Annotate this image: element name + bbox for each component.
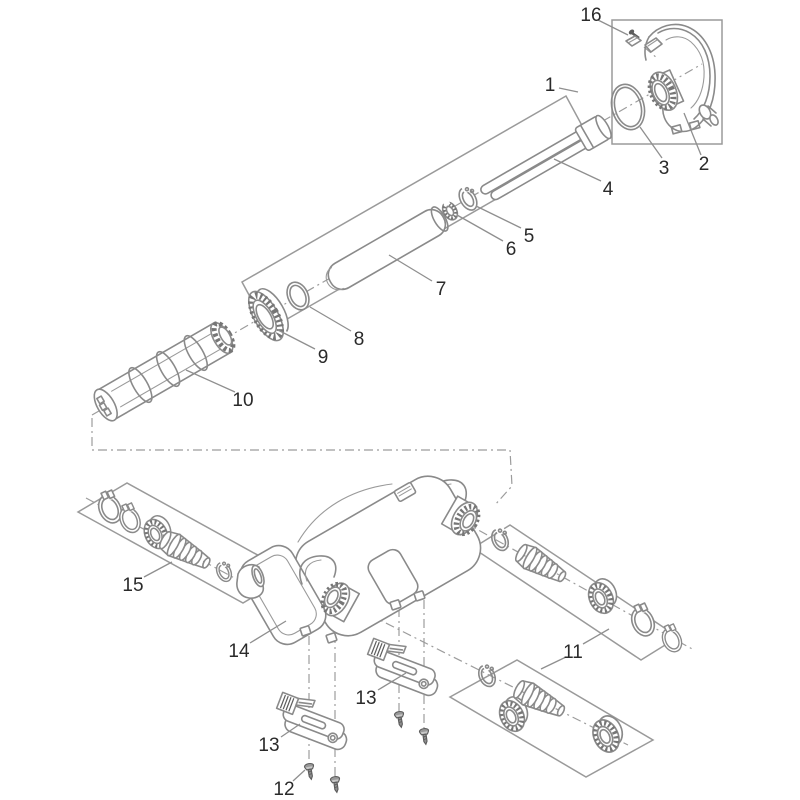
uv-lamp [480,114,612,201]
inlet-connector [320,581,361,623]
o-ring-8 [286,281,310,311]
hose-kit-left [92,487,268,599]
union-nut [247,287,289,342]
part-label-11: 11 [563,642,583,663]
kit-box-right-upper-fitting [471,524,680,661]
quartz-glass-tube [325,206,449,291]
lamp-clip-6 [441,199,459,221]
cable-gland [698,104,719,127]
part-labels: 1 2 3 4 5 6 7 8 9 10 11 12 13 13 14 15 1… [122,5,709,800]
part-label-15: 15 [122,575,143,596]
type-plate [393,481,417,503]
part-label-10: 10 [232,390,253,411]
part-label-2: 2 [699,154,710,175]
kit-box-right-lower-fitting [448,659,655,778]
screw [303,762,317,781]
hose-kit-right-lower [473,659,629,756]
part-label-12: 12 [273,779,294,800]
part-label-16: 16 [580,5,601,26]
retaining-clip-16 [625,29,642,47]
outlet-connector [440,495,481,537]
part-label-3: 3 [659,158,670,179]
screw [329,775,342,794]
part-label-9: 9 [318,347,329,368]
retaining-ring-5 [458,182,478,211]
lamp-socket [647,69,685,111]
head-unit [644,23,719,135]
part-label-6: 6 [506,239,517,260]
screw [393,710,407,729]
screw [418,727,431,746]
kit-box-head [611,19,723,145]
part-label-14: 14 [228,641,250,662]
part-label-8: 8 [354,329,365,350]
part-label-13-right: 13 [355,688,376,709]
part-label-5: 5 [524,226,535,247]
part-label-13-left: 13 [258,735,279,756]
part-label-1: 1 [545,75,556,96]
housing-body [239,475,482,646]
cleaning-rotor [93,321,236,422]
leader-lines [143,19,702,782]
part-label-4: 4 [603,179,614,200]
clamp-foot-left [269,687,357,753]
o-ring-3 [610,83,646,131]
part-label-7: 7 [436,279,447,300]
